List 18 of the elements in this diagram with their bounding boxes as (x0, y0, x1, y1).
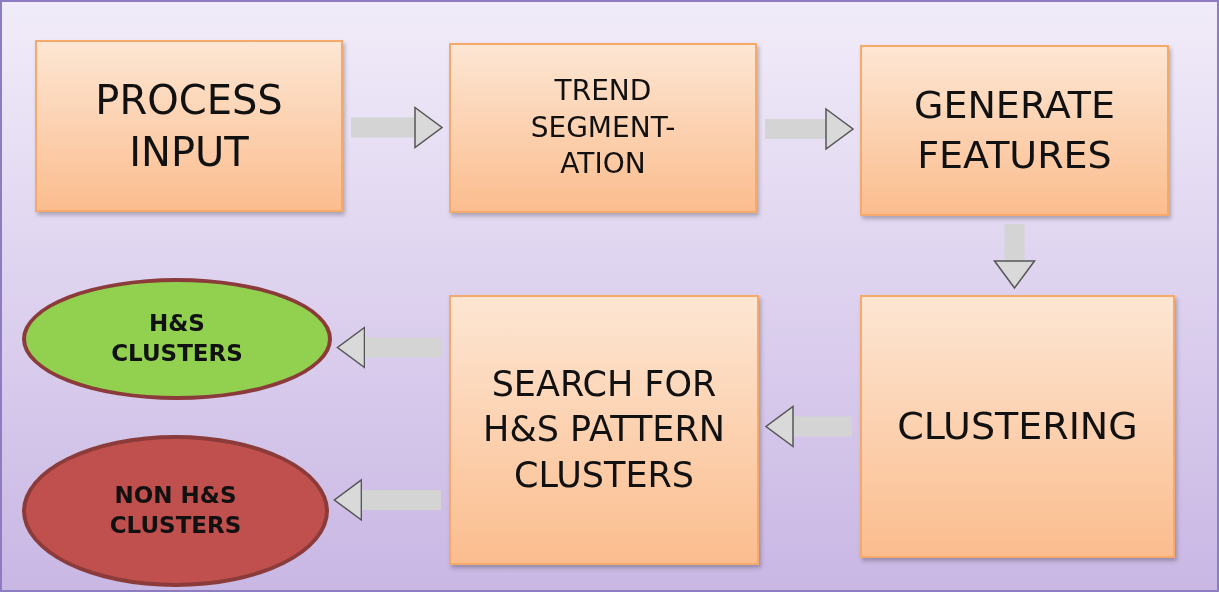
block-arrow (993, 224, 1036, 289)
node-label: NON H&S CLUSTERS (108, 481, 243, 540)
process-box (449, 295, 759, 565)
process-box (35, 40, 343, 212)
node-label: GENERATE FEATURES (913, 82, 1116, 179)
process-box (860, 45, 1169, 216)
node-label: TREND SEGMENT- ATION (529, 73, 677, 183)
block-arrow (351, 106, 443, 149)
block-arrow (765, 405, 852, 448)
node-label: SEARCH FOR H&S PATTERN CLUSTERS (482, 362, 726, 497)
block-arrow (765, 108, 854, 150)
node-label: PROCESS INPUT (94, 76, 284, 177)
process-box (860, 295, 1175, 558)
node-label: CLUSTERING (896, 402, 1139, 450)
block-arrow (333, 479, 441, 521)
node-label: H&S CLUSTERS (110, 309, 244, 368)
block-arrow (336, 326, 441, 369)
process-box (449, 43, 757, 213)
